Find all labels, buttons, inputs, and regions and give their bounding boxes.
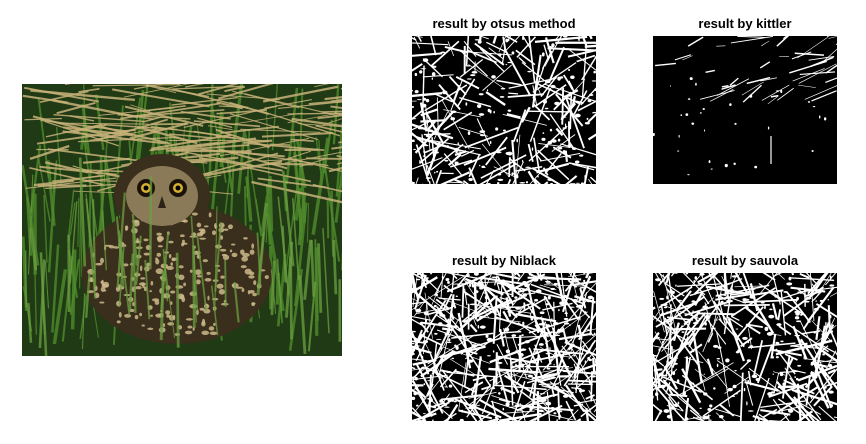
result-otsu-image bbox=[412, 36, 596, 184]
owl-photo-image bbox=[22, 84, 342, 356]
title-sauvola: result by sauvola bbox=[691, 253, 799, 268]
result-sauvola-image bbox=[653, 273, 837, 421]
result-kittler-image bbox=[653, 36, 837, 184]
original-photo bbox=[22, 84, 342, 356]
title-niblack: result by Niblack bbox=[451, 253, 557, 268]
title-kittler: result by kittler bbox=[698, 16, 792, 31]
result-niblack-image bbox=[412, 273, 596, 421]
title-otsu: result by otsus method bbox=[432, 16, 576, 31]
